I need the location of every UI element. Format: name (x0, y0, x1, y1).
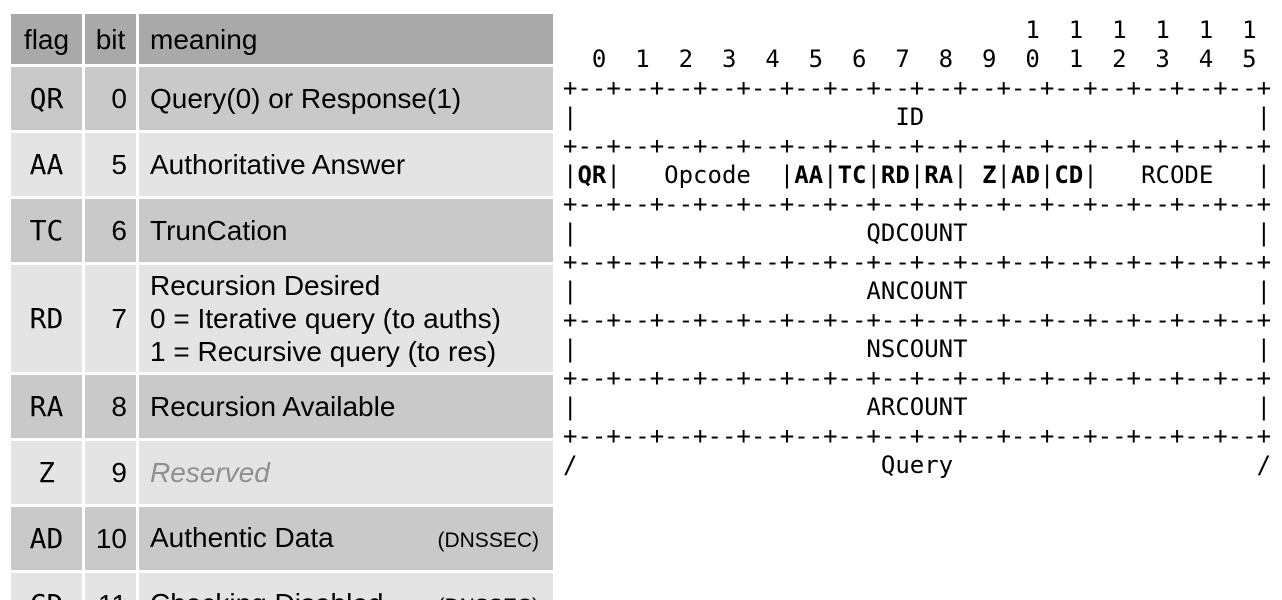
flag-cell: QR (11, 67, 82, 130)
diagram-line: +--+--+--+--+--+--+--+--+--+--+--+--+--+… (563, 422, 1272, 450)
diagram-line: | ARCOUNT | (563, 393, 1272, 421)
diagram-line: +--+--+--+--+--+--+--+--+--+--+--+--+--+… (563, 248, 1272, 276)
meaning-line: Recursion Desired (150, 269, 539, 302)
diagram-line: 1 1 1 1 1 1 (563, 16, 1257, 44)
meaning-line: Checking Disabled (DNSSEC) (150, 587, 539, 600)
meaning-text: 0 = Iterative query (to auths) (150, 303, 501, 334)
diagram-line: +--+--+--+--+--+--+--+--+--+--+--+--+--+… (563, 74, 1272, 102)
table-row: CD 11 Checking Disabled (DNSSEC) (11, 573, 553, 600)
meaning-cell: Reserved (139, 441, 553, 504)
meaning-line: Recursion Available (150, 390, 539, 423)
meaning-line: 1 = Recursive query (to res) (150, 335, 539, 368)
bit-cell: 0 (85, 67, 136, 130)
bit-cell: 8 (85, 375, 136, 438)
diagram-line: | QDCOUNT | (563, 219, 1272, 247)
table-row: RA 8 Recursion Available (11, 375, 553, 438)
table-row: AD 10 Authentic Data (DNSSEC) (11, 507, 553, 570)
meaning-line: Authoritative Answer (150, 148, 539, 181)
meaning-cell: Authoritative Answer (139, 133, 553, 196)
table-header-row: flag bit meaning (11, 14, 553, 64)
bit-cell: 6 (85, 199, 136, 262)
meaning-text: TrunCation (150, 215, 288, 246)
dnssec-note: (DNSSEC) (437, 590, 539, 600)
meaning-cell: Checking Disabled (DNSSEC) (139, 573, 553, 600)
diagram-line: +--+--+--+--+--+--+--+--+--+--+--+--+--+… (563, 306, 1272, 334)
flag-cell: Z (11, 441, 82, 504)
meaning-cell: Authentic Data (DNSSEC) (139, 507, 553, 570)
meaning-line: Query(0) or Response(1) (150, 82, 539, 115)
header-bit: bit (85, 14, 136, 64)
flag-cell: AD (11, 507, 82, 570)
table-row: Z 9 Reserved (11, 441, 553, 504)
meaning-text: Checking Disabled (150, 587, 383, 600)
meaning-text: Query(0) or Response(1) (150, 83, 462, 114)
table-row: QR 0 Query(0) or Response(1) (11, 67, 553, 130)
flag-cell: TC (11, 199, 82, 262)
meaning-text: Recursion Available (150, 391, 396, 422)
meaning-cell: Recursion Available (139, 375, 553, 438)
diagram-line: | ID | (563, 103, 1272, 131)
bit-cell: 10 (85, 507, 136, 570)
meaning-text: 1 = Recursive query (to res) (150, 336, 497, 367)
dns-flags-table: flag bit meaning QR 0 Query(0) or Respon… (8, 11, 556, 600)
diagram-line: | ANCOUNT | (563, 277, 1272, 305)
dnssec-note: (DNSSEC) (437, 528, 539, 552)
table-row: TC 6 TrunCation (11, 199, 553, 262)
meaning-text: Authentic Data (150, 521, 334, 553)
header-flag: flag (11, 14, 82, 64)
meaning-text: Reserved (150, 457, 270, 488)
bit-cell: 9 (85, 441, 136, 504)
bit-cell: 5 (85, 133, 136, 196)
diagram-line: +--+--+--+--+--+--+--+--+--+--+--+--+--+… (563, 190, 1272, 218)
flag-cell: RD (11, 265, 82, 372)
header-meaning: meaning (139, 14, 553, 64)
diagram-line: +--+--+--+--+--+--+--+--+--+--+--+--+--+… (563, 364, 1272, 392)
flag-cell: CD (11, 573, 82, 600)
diagram-line: 0 1 2 3 4 5 6 7 8 9 0 1 2 3 4 5 (563, 45, 1257, 73)
diagram-line: | NSCOUNT | (563, 335, 1272, 363)
meaning-line: Reserved (150, 456, 539, 489)
bit-cell: 11 (85, 573, 136, 600)
meaning-line: 0 = Iterative query (to auths) (150, 302, 539, 335)
meaning-cell: TrunCation (139, 199, 553, 262)
bit-cell: 7 (85, 265, 136, 372)
table-row: AA 5 Authoritative Answer (11, 133, 553, 196)
meaning-text: Recursion Desired (150, 270, 381, 301)
flag-cell: AA (11, 133, 82, 196)
diagram-line: / Query / (563, 451, 1272, 479)
meaning-text: Authoritative Answer (150, 149, 406, 180)
meaning-line: Authentic Data (DNSSEC) (150, 521, 539, 557)
diagram-line: +--+--+--+--+--+--+--+--+--+--+--+--+--+… (563, 132, 1272, 160)
diagram-line: |QR| Opcode |AA|TC|RD|RA| Z|AD|CD| RCODE… (563, 161, 1272, 189)
meaning-line: TrunCation (150, 214, 539, 247)
flag-cell: RA (11, 375, 82, 438)
dns-header-diagram: 1 1 1 1 1 1 0 1 2 3 4 5 6 7 8 9 0 1 2 3 … (563, 16, 1271, 480)
meaning-cell: Query(0) or Response(1) (139, 67, 553, 130)
